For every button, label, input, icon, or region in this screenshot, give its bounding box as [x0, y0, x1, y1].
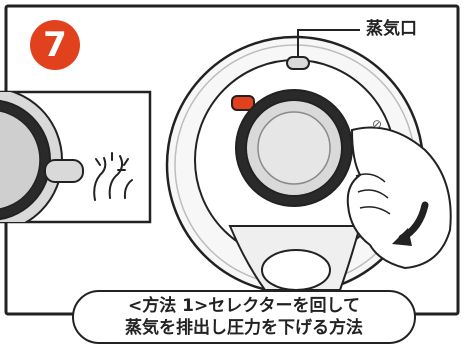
steam-vent [286, 56, 310, 70]
steam-burst-icon [95, 152, 129, 171]
hand-fingers [355, 173, 391, 215]
step-number-badge: 7 [30, 20, 80, 70]
caption-box: <方法 1>セレクターを回して 蒸気を排出し圧力を下げる方法 [72, 290, 416, 344]
steam-puff-icon [93, 155, 133, 201]
release-button [231, 95, 255, 111]
lid-knob [261, 249, 331, 291]
selector-dial [235, 89, 353, 207]
caption-line-2: 蒸気を排出し圧力を下げる方法 [125, 318, 363, 338]
zoom-inset [0, 90, 152, 224]
hand-illustration [346, 126, 452, 270]
steam-vent-label: 蒸気口 [366, 19, 417, 39]
caption-line-1: <方法 1>セレクターを回して [127, 296, 361, 316]
steam-vent-leader-line [297, 29, 360, 57]
rotation-arrow-head [392, 228, 412, 246]
pressure-symbol: ⊘ [372, 117, 382, 131]
